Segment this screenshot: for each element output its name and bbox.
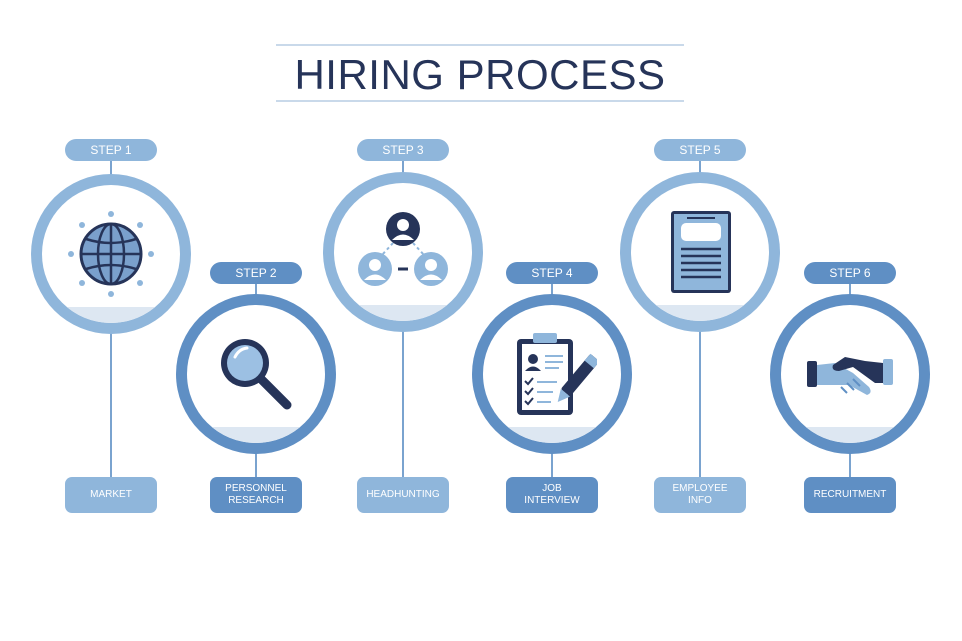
step-4-badge: STEP 4 [506, 262, 598, 284]
step-6-badge: STEP 6 [804, 262, 896, 284]
step-3-circle [323, 172, 483, 332]
magnifier-icon [221, 339, 292, 410]
step-2-label: PERSONNEL RESEARCH [210, 477, 302, 513]
page-title: HIRING PROCESS [294, 51, 666, 98]
step-1-label: MARKET [65, 477, 157, 513]
globe-icon [68, 211, 154, 297]
step-2-badge: STEP 2 [210, 262, 302, 284]
step-6-circle [770, 294, 930, 454]
step-5-circle [620, 172, 780, 332]
step-5-badge: STEP 5 [654, 139, 746, 161]
step-4-label: JOB INTERVIEW [506, 477, 598, 513]
step-3-badge: STEP 3 [357, 139, 449, 161]
title-top-rule [276, 44, 684, 46]
document-icon [671, 211, 731, 293]
step-1-circle [31, 174, 191, 334]
step-3-label: HEADHUNTING [357, 477, 449, 513]
step-6-label: RECRUITMENT [804, 477, 896, 513]
handshake-icon [807, 357, 893, 395]
title-block: HIRING PROCESS [276, 44, 684, 102]
clipboard-pen-icon [517, 333, 597, 415]
step-1-badge: STEP 1 [65, 139, 157, 161]
step-4-circle [472, 294, 632, 454]
people-network-icon [358, 212, 448, 286]
title-bottom-rule [276, 100, 684, 102]
step-5-label: EMPLOYEE INFO [654, 477, 746, 513]
step-2-circle [176, 294, 336, 454]
